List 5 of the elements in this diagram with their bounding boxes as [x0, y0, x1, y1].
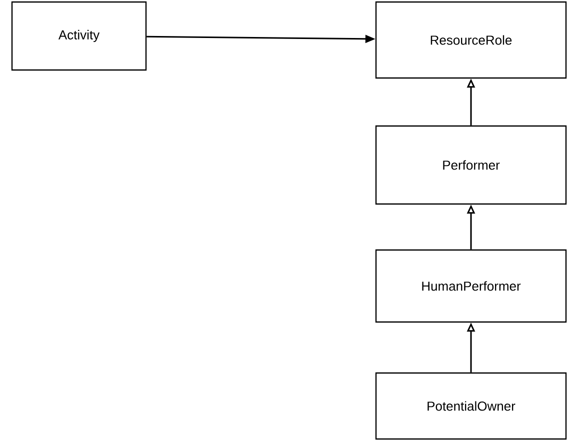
- class-box: Activity: [11, 1, 147, 71]
- class-box: PotentialOwner: [375, 372, 567, 440]
- class-box: Performer: [375, 125, 567, 205]
- class-box: HumanPerformer: [375, 249, 567, 323]
- class-box: ResourceRole: [375, 1, 567, 79]
